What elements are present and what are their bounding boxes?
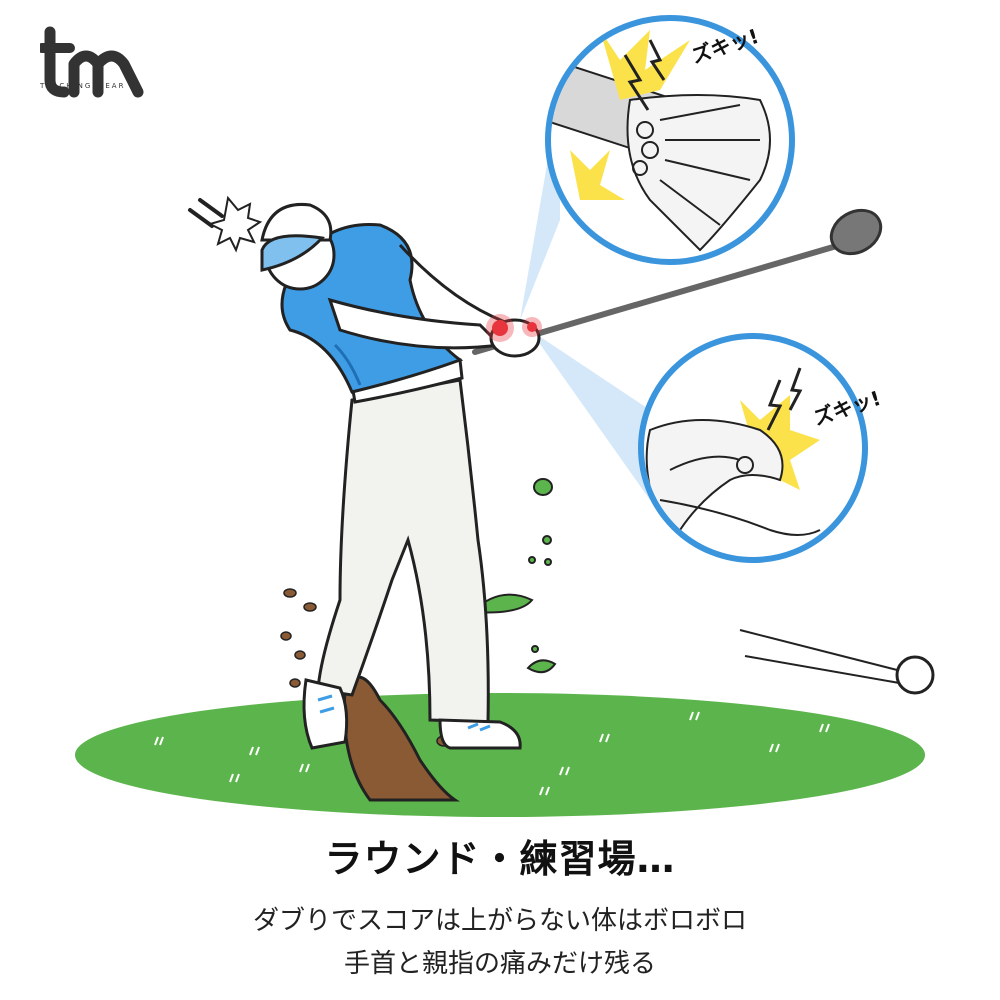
caption-headline: ラウンド・練習場…	[324, 837, 676, 881]
caption-line-1: ダブりでスコアは上がらない体はボロボロ	[252, 906, 747, 936]
lightning-icon	[623, 54, 650, 111]
brand-subtitle: TEACHING WEAR	[40, 82, 126, 90]
wrist-pain-marker	[486, 314, 542, 342]
flying-turf	[469, 478, 557, 674]
lightning-icon	[766, 379, 783, 431]
golfer-cap-visor	[260, 234, 326, 272]
wrist-xray-callout	[545, 15, 795, 265]
caption-line-2: 手首と親指の痛みだけ残る	[343, 949, 656, 979]
golf-ball-motion	[739, 629, 935, 695]
dirt-spray	[342, 675, 460, 802]
right-shoe	[438, 718, 522, 750]
golfer-illustration	[75, 15, 935, 817]
golfer-cap	[260, 202, 333, 242]
thumb-xray-callout	[638, 333, 868, 563]
golfer-pants	[316, 378, 490, 724]
pain-burst-icon	[600, 30, 690, 100]
lower-callout-beam	[530, 330, 650, 500]
golf-club-head	[829, 208, 883, 256]
left-shoe	[302, 678, 349, 750]
brand-logo-icon	[40, 26, 144, 98]
grass-tufts	[154, 711, 830, 796]
shock-burst	[207, 195, 263, 253]
golf-ball	[895, 655, 935, 695]
grass-field	[75, 693, 925, 817]
